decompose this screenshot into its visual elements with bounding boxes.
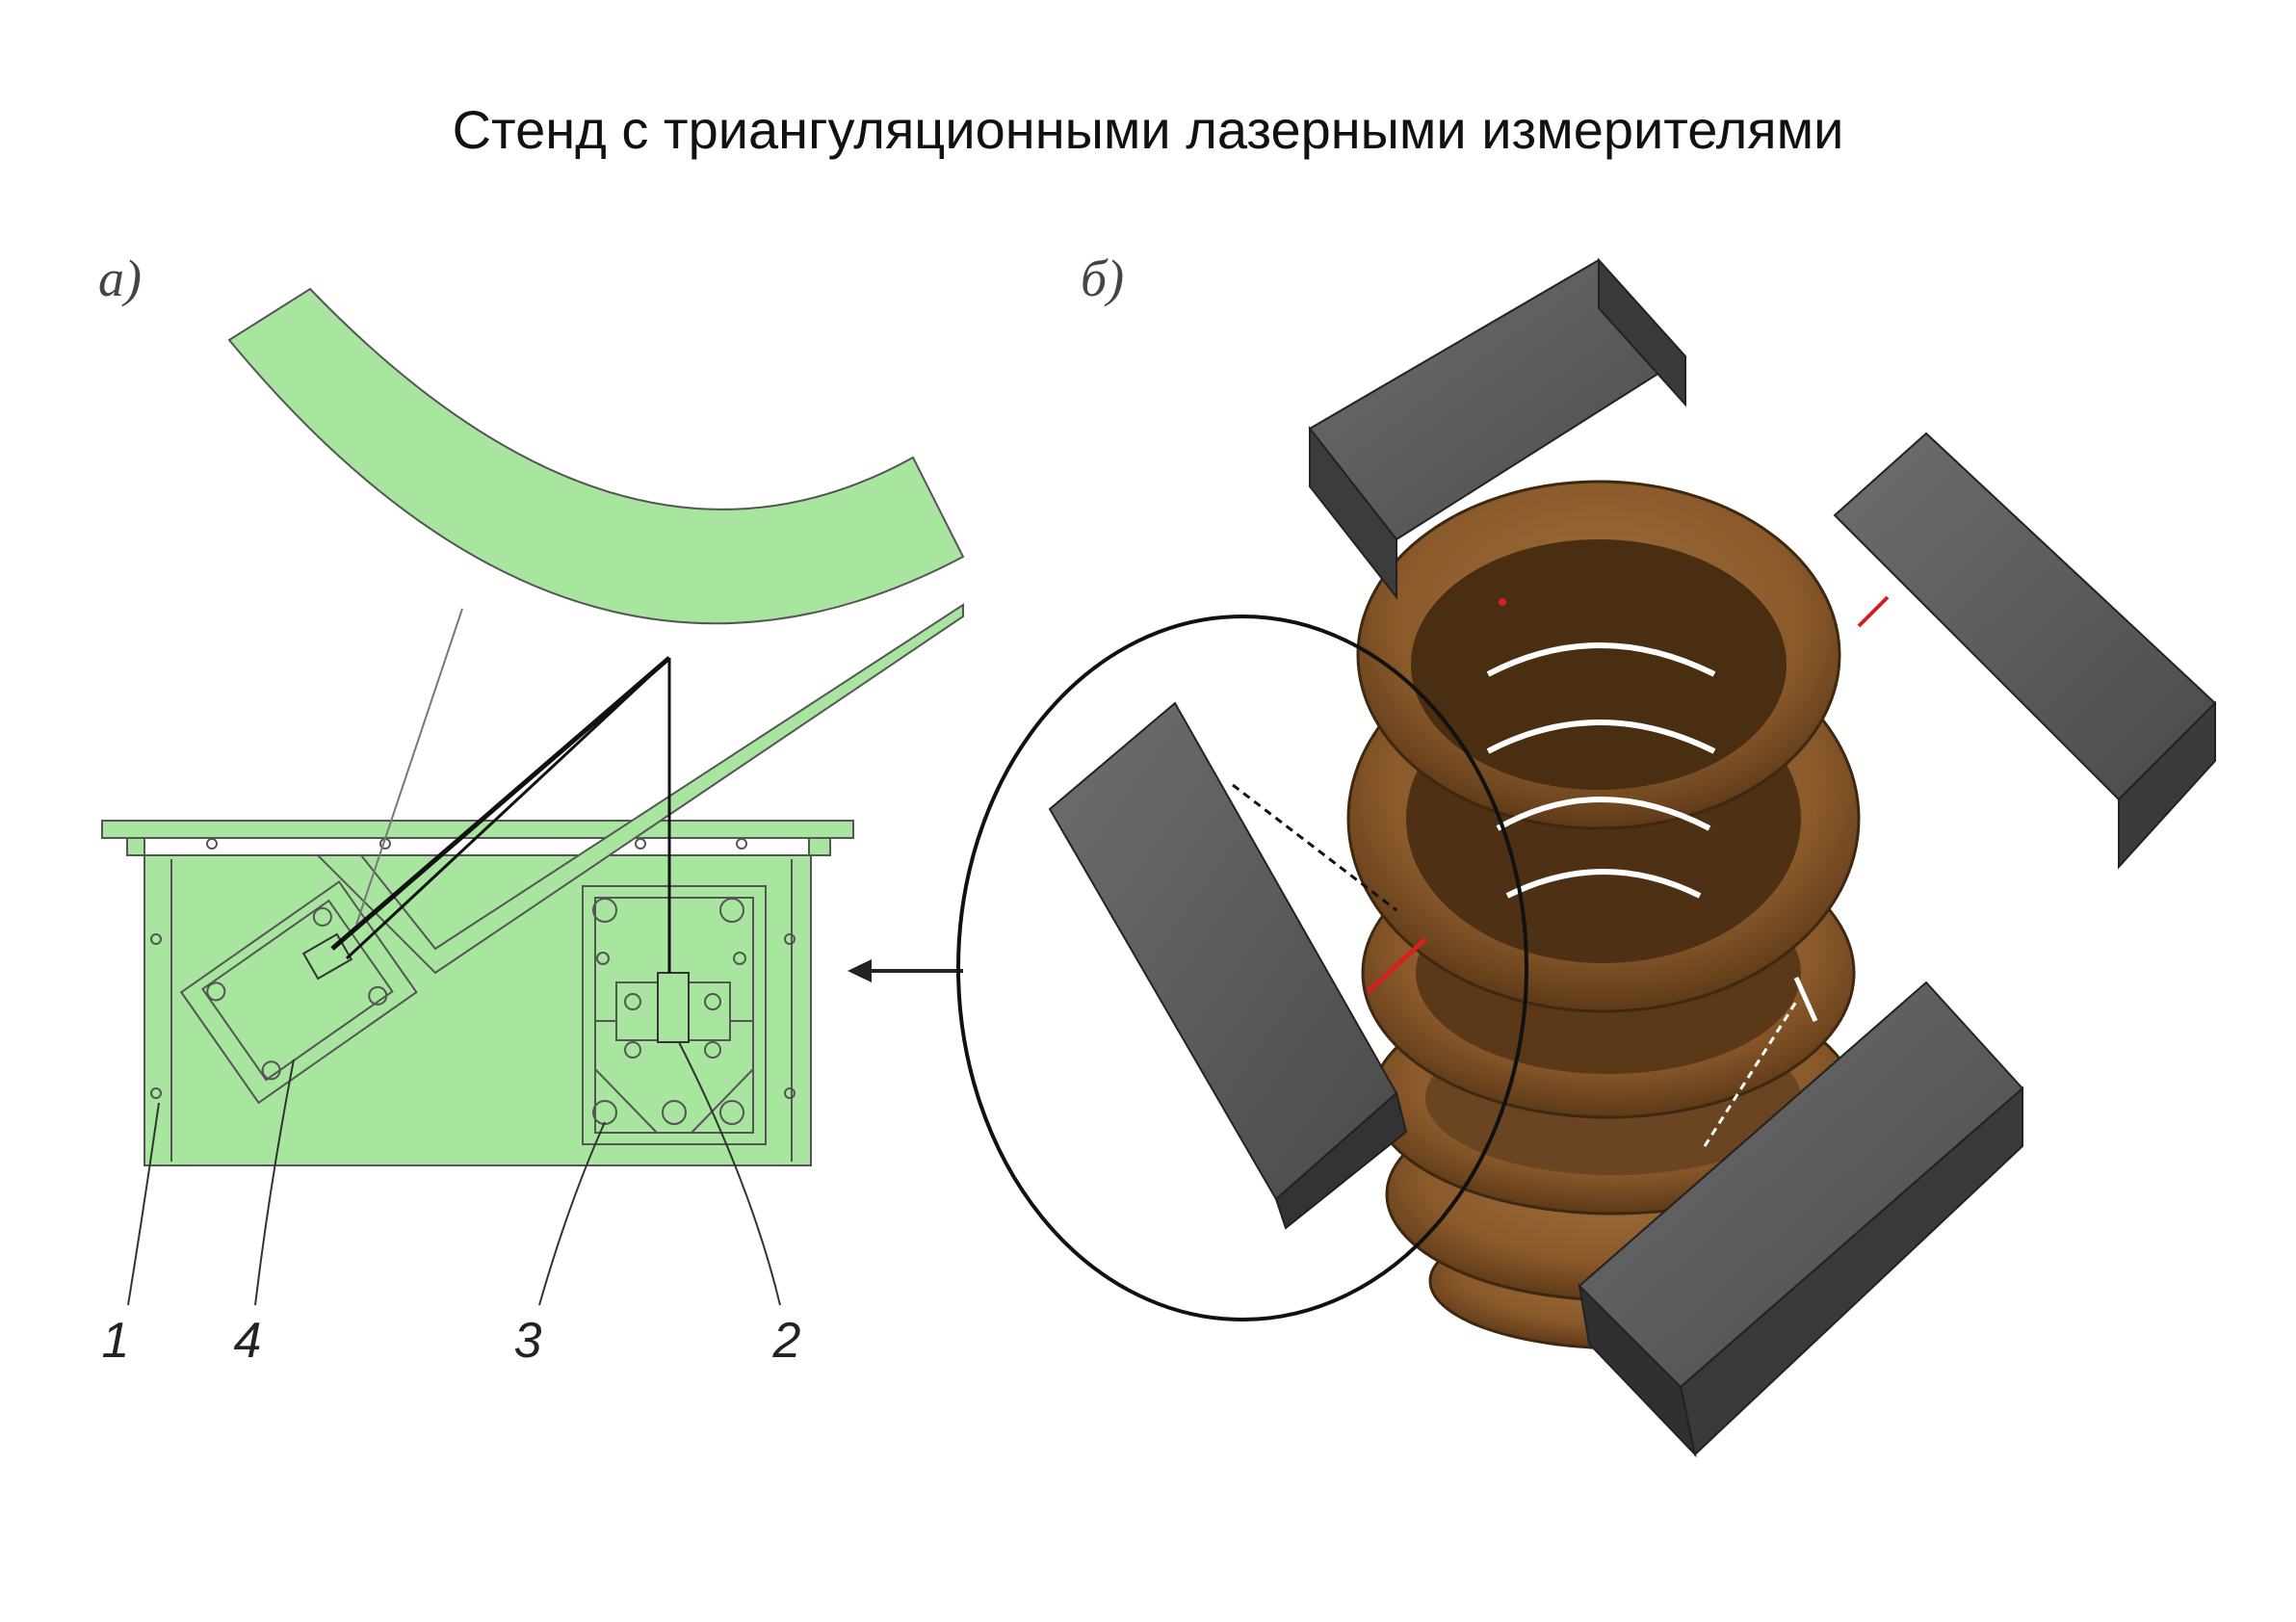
pointer-arrow xyxy=(848,959,963,982)
panel-a-label: а) xyxy=(98,249,142,307)
sensor-slot xyxy=(315,603,964,975)
curved-rail-segment xyxy=(227,287,965,625)
callout-2: 2 xyxy=(772,1313,801,1369)
panel-a-drawing xyxy=(101,287,965,1306)
highlight-circle xyxy=(956,615,1528,1321)
laser-sensor-left xyxy=(1048,701,1408,1230)
vertical-sensor-mount xyxy=(582,885,767,1145)
laser-beams-3d xyxy=(1232,595,1975,1147)
callout-leaders xyxy=(127,1041,781,1306)
callout-4: 4 xyxy=(233,1313,262,1369)
laser-sensor-top-left xyxy=(1308,257,1687,600)
callout-1: 1 xyxy=(101,1313,130,1369)
laser-sensor-right xyxy=(1833,432,2217,870)
coil-spring xyxy=(1346,480,1861,1350)
callout-3: 3 xyxy=(513,1313,542,1369)
slide-title: Стенд с триангуляционными лазерными изме… xyxy=(452,99,1844,160)
panel-b-render xyxy=(956,257,2217,1458)
laser-sensor-bottom-right xyxy=(1578,981,2024,1458)
panel-b-label: б) xyxy=(1081,249,1125,307)
laser-beams xyxy=(330,608,671,973)
